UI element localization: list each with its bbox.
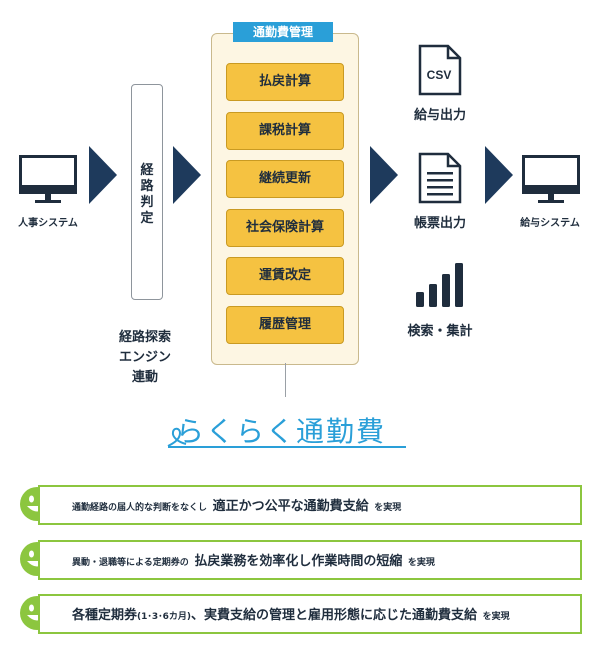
- benefit-1-text: 通勤経路の届人的な判断をなくし 適正かつ公平な通勤費支給 を実現: [72, 487, 401, 526]
- salary-output-label: 給与出力: [413, 108, 466, 123]
- function-social-insurance-calc: 社会保険計算: [226, 209, 344, 247]
- search-aggregate-label: 検索・集計: [407, 324, 473, 339]
- benefit-3-text: 各種定期券(1･3･6カ月)、実費支給の管理と雇用形態に応じた通勤費支給 を実現: [72, 596, 510, 635]
- benefit-1-tail: を実現: [374, 503, 402, 513]
- function-refund-calc: 払戻計算: [226, 63, 344, 101]
- arrow-4-icon: [485, 146, 513, 204]
- arrow-3-icon: [370, 146, 398, 204]
- panel-title: 通勤費管理: [233, 22, 333, 42]
- bar-graph-icon: [416, 263, 463, 307]
- payroll-system-label: 給与システム: [520, 218, 580, 229]
- benefit-1-lead: 通勤経路の届人的な判断をなくし: [72, 503, 208, 513]
- brand-connector-line: [285, 363, 286, 397]
- function-tax-calc: 課税計算: [226, 112, 344, 150]
- route-judgement-label: 経路判定: [140, 163, 154, 226]
- benefit-2-main: 払戻業務を効率化し作業時間の短縮: [194, 554, 403, 569]
- hr-system-monitor-icon: [19, 155, 77, 203]
- benefit-2-tail: を実現: [407, 558, 435, 568]
- benefit-2-text: 異動・退職等による定期券の 払戻業務を効率化し作業時間の短縮 を実現: [72, 542, 435, 581]
- function-renewal: 継続更新: [226, 160, 344, 198]
- brand-name: らくらく通勤費: [176, 415, 387, 448]
- engine-line-3: 連動: [131, 370, 158, 385]
- engine-line-2: エンジン: [118, 350, 171, 365]
- form-output-label: 帳票出力: [413, 216, 466, 231]
- hr-system-label: 人事システム: [18, 218, 78, 229]
- function-history-management: 履歴管理: [226, 306, 344, 344]
- route-engine-caption: 経路探索 エンジン 連動: [104, 328, 186, 388]
- csv-icon-text: CSV: [427, 68, 452, 82]
- benefit-bar-3: 各種定期券(1･3･6カ月)、実費支給の管理と雇用形態に応じた通勤費支給 を実現: [38, 594, 582, 634]
- benefit-3-lead-main: 各種定期券: [72, 608, 138, 623]
- csv-file-icon: CSV: [418, 44, 462, 96]
- benefit-bar-1: 通勤経路の届人的な判断をなくし 適正かつ公平な通勤費支給 を実現: [38, 485, 582, 525]
- arrow-2-icon: [173, 146, 201, 204]
- benefit-3-main: 、実費支給の管理と雇用形態に応じた通勤費支給: [191, 608, 478, 623]
- arrow-1-icon: [89, 146, 117, 204]
- function-fare-revision: 運賃改定: [226, 257, 344, 295]
- engine-line-1: 経路探索: [118, 330, 171, 345]
- benefit-2-lead: 異動・退職等による定期券の: [72, 558, 189, 568]
- benefit-3-lead-small: (1･3･6カ月): [137, 612, 192, 622]
- brand-underline: [168, 446, 406, 448]
- benefit-bar-2: 異動・退職等による定期券の 払戻業務を効率化し作業時間の短縮 を実現: [38, 540, 582, 580]
- route-judgement-box: 経路判定: [131, 84, 163, 300]
- document-icon: [418, 152, 462, 204]
- payroll-system-monitor-icon: [522, 155, 580, 203]
- benefit-1-main: 適正かつ公平な通勤費支給: [212, 499, 369, 514]
- brand-loop-icon: [167, 427, 187, 447]
- benefit-3-tail: を実現: [482, 612, 510, 622]
